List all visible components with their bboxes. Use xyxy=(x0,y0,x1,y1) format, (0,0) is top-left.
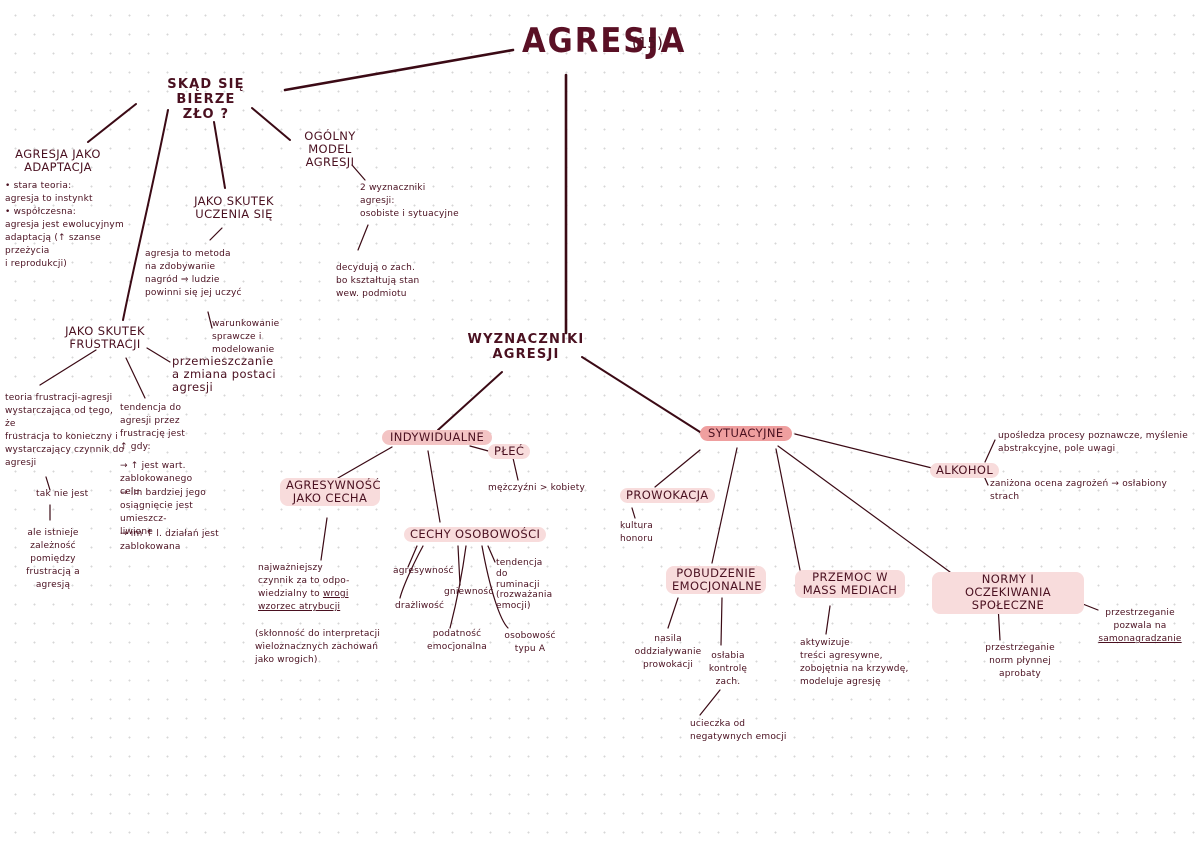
prowokacja-detail: kultura honoru xyxy=(620,521,654,545)
osobowosc-typ-a: osobowość typu A xyxy=(504,631,556,655)
frustracja-heading: JAKO SKUTEK FRUSTRACJI xyxy=(65,324,145,352)
plec-detail: mężczyźni > kobiety xyxy=(488,483,586,493)
frustracja-teoria: teoria frustracji-agresji wystarczająca … xyxy=(5,393,125,469)
alkohol-label: ALKOHOL xyxy=(930,463,1000,479)
osobowosc-agresywnosc: agresywność xyxy=(393,566,454,576)
agresywnosc-cecha-label: AGRESYWNOŚĆ JAKO CECHA xyxy=(280,478,381,507)
uczenie-warunkowanie: warunkowanie sprawcze i modelowanie xyxy=(212,319,280,356)
main-title: AGRESJA xyxy=(522,21,687,61)
adaptacja-body: • stara teoria: agresja to instynkt • ws… xyxy=(5,181,124,270)
adaptacja-heading: AGRESJA JAKO ADAPTACJA xyxy=(15,147,101,175)
cecha-body-text: najważniejszy czynnik za to odpo- wiedzi… xyxy=(258,563,350,600)
skad-heading: SKĄD SIĘ BIERZE ZŁO ? xyxy=(167,77,245,122)
osobowosc-drazliwosc: drażliwość xyxy=(395,601,445,611)
frustracja-przemieszczanie: przemieszczanie a zmiana postaci agresji xyxy=(172,354,276,395)
plec-label: PŁEĆ xyxy=(488,444,531,460)
normy-d2-text: przestrzeganie pozwala na xyxy=(1105,608,1175,632)
title-count: (15) xyxy=(632,34,663,52)
frustracja-zaleznosc: ale istnieje zależność pomiędzy frustrac… xyxy=(26,528,80,591)
sytuacyjne-label: SYTUACYJNE xyxy=(700,426,792,442)
frustracja-tendencja: tendencja do agresji przez frustrację je… xyxy=(120,403,186,453)
przemoc-label: PRZEMOC W MASS MEDIACH xyxy=(795,570,905,599)
normy-d2: przestrzeganie pozwala na samonagradzani… xyxy=(1085,607,1195,646)
uczenie-heading: JAKO SKUTEK UCZENIA SIĘ xyxy=(194,194,274,222)
osobowosc-podatnosc: podatność emocjonalna xyxy=(427,629,487,653)
model-body1: 2 wyznaczniki agresji: osobiste i sytuac… xyxy=(360,183,459,220)
pobudzenie-d2: osłabia kontrolę zach. xyxy=(708,651,748,688)
model-body2: decydują o zach. bo kształtują stan wew.… xyxy=(336,263,420,300)
cechy-osobowosci-label: CECHY OSOBOWOŚCI xyxy=(404,527,547,543)
frustracja-item-1: → ↑ jest wart. zablokowanego celu xyxy=(120,461,193,498)
wyznaczniki-heading: WYZNACZNIKI AGRESJI xyxy=(467,332,585,362)
normy-label: NORMY I OCZEKIWANIA SPOŁECZNE xyxy=(932,572,1084,614)
pobudzenie-d1: nasila oddziaływanie prowokacji xyxy=(634,634,702,671)
prowokacja-label: PROWOKACJA xyxy=(620,488,715,504)
cecha-body2: (skłonność do interpretacji wieloznaczny… xyxy=(255,629,381,666)
osobowosc-tendencja: tendencja do ruminacji (rozważania emocj… xyxy=(496,558,553,612)
indywidualne-label: INDYWIDUALNE xyxy=(382,430,493,446)
pobudzenie-label: POBUDZENIE EMOCJONALNE xyxy=(666,566,766,595)
normy-d1: przestrzeganie norm płynnej aprobaty xyxy=(985,643,1055,680)
wrogi-wzorzec-atrybucji: wrogi wzorzec atrybucji xyxy=(258,589,349,613)
przemoc-detail: aktywizuje treści agresywne, zobojętnia … xyxy=(800,638,909,688)
frustracja-nie-jest: tak nie jest xyxy=(36,489,89,499)
osobowosc-gniewnosc: gniewność xyxy=(444,587,494,597)
samonagradzanie: samonagradzanie xyxy=(1098,634,1182,645)
uczenie-body: agresja to metoda na zdobywanie nagród ⇒… xyxy=(145,249,242,299)
alkohol-d2: zaniżona ocena zagrożeń → osłabiony stra… xyxy=(990,479,1168,503)
model-heading: OGÓLNY MODEL AGRESJI xyxy=(304,129,356,170)
cecha-body: najważniejszy czynnik za to odpo- wiedzi… xyxy=(258,562,378,614)
alkohol-d1: upośledza procesy poznawcze, myślenie ab… xyxy=(998,431,1188,455)
frustracja-item-2: → im bardziej jego osiągnięcie jest umie… xyxy=(120,488,206,538)
pobudzenie-d3: ucieczka od negatywnych emocji xyxy=(690,719,787,743)
frustracja-item-3: → im ↑ l. działań jest zablokowana xyxy=(120,529,219,553)
